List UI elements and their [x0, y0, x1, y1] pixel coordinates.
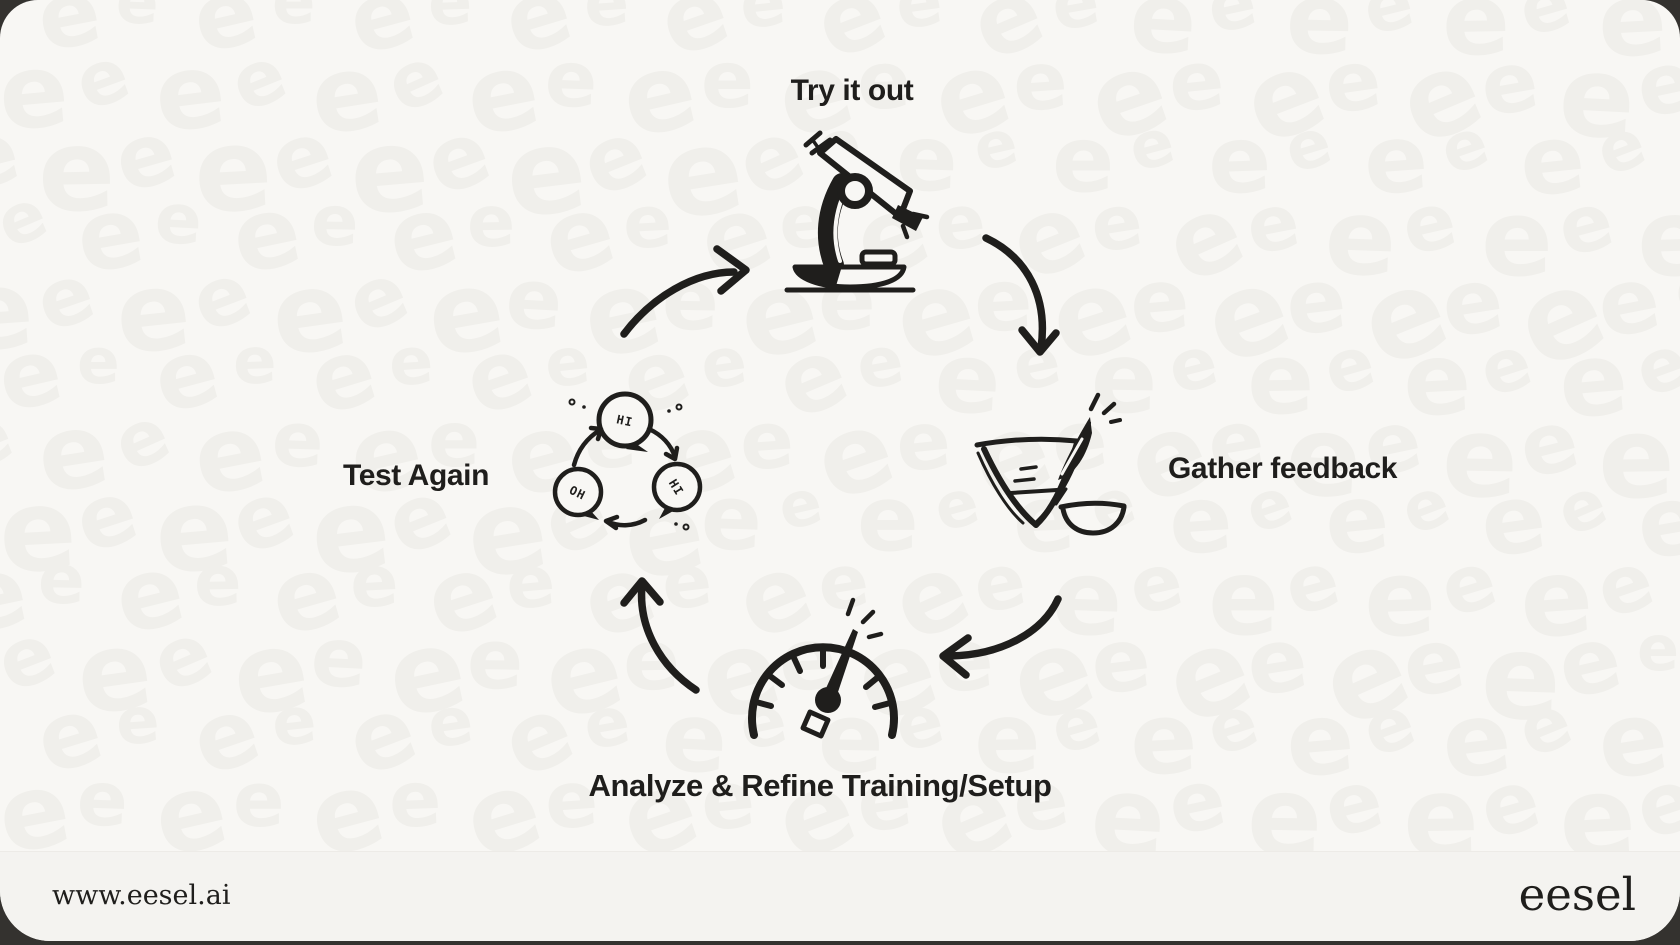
footer-bar: www.eesel.ai eesel — [0, 851, 1680, 941]
watermark-e-glyph: e — [422, 681, 478, 764]
watermark-e-glyph: e — [892, 824, 962, 852]
step-label-try-it-out: Try it out — [790, 74, 914, 107]
watermark-e-glyph: e — [738, 826, 803, 852]
watermark-e-glyph: e — [347, 538, 401, 625]
watermark-e-glyph: e — [857, 467, 919, 572]
watermark-e-glyph: e — [1597, 828, 1644, 852]
watermark-e-glyph: e — [701, 36, 754, 126]
watermark-e-glyph: e — [272, 0, 316, 39]
step-label-analyze-refine: Analyze & Refine Training/Setup — [588, 768, 1052, 803]
watermark-e-glyph: e — [268, 682, 320, 763]
watermark-e-glyph: e — [0, 684, 4, 759]
bubble-text-oh: OH — [567, 483, 588, 503]
eesel-logo: eesel — [1518, 868, 1636, 921]
watermark-e-glyph: e — [426, 0, 474, 41]
watermark-e-glyph: e — [1637, 612, 1680, 685]
watermark-e-glyph: e — [1052, 106, 1115, 213]
watermark-e-glyph: e — [584, 834, 645, 853]
watermark-e-glyph: e — [113, 683, 162, 761]
watermark-e-glyph: e — [77, 325, 120, 398]
watermark-e-glyph: e — [1208, 537, 1280, 659]
watermark-e-glyph: e — [426, 825, 490, 852]
microscope-icon — [784, 130, 930, 293]
quill-paper-icon — [974, 392, 1127, 536]
watermark-e-glyph: e — [581, 0, 632, 43]
watermark-e-glyph: e — [386, 323, 436, 402]
bubble-text-hi-1: HI — [615, 412, 634, 429]
watermark-e-glyph: e — [1046, 823, 1120, 852]
watermark-e-glyph: e — [193, 539, 243, 623]
gauge-icon — [748, 597, 898, 739]
watermark-e-glyph: e — [428, 396, 481, 485]
watermark-e-glyph: e — [37, 539, 86, 621]
watermark-e-glyph: e — [735, 0, 790, 45]
watermark-e-glyph: e — [502, 538, 559, 626]
step-label-gather-feedback: Gather feedback — [1168, 452, 1398, 485]
watermark-e-glyph: e — [231, 324, 278, 400]
chat-bubbles-icon: HI HI OH — [552, 391, 703, 531]
step-label-test-again: Test Again — [343, 459, 490, 492]
watermark-e-glyph: e — [1440, 827, 1489, 852]
watermark-e-glyph: e — [114, 0, 160, 39]
website-url: www.eesel.ai — [52, 880, 231, 911]
watermark-e-glyph: e — [0, 0, 15, 43]
watermark-e-glyph: e — [1481, 177, 1553, 300]
watermark-e-glyph: e — [233, 755, 285, 844]
